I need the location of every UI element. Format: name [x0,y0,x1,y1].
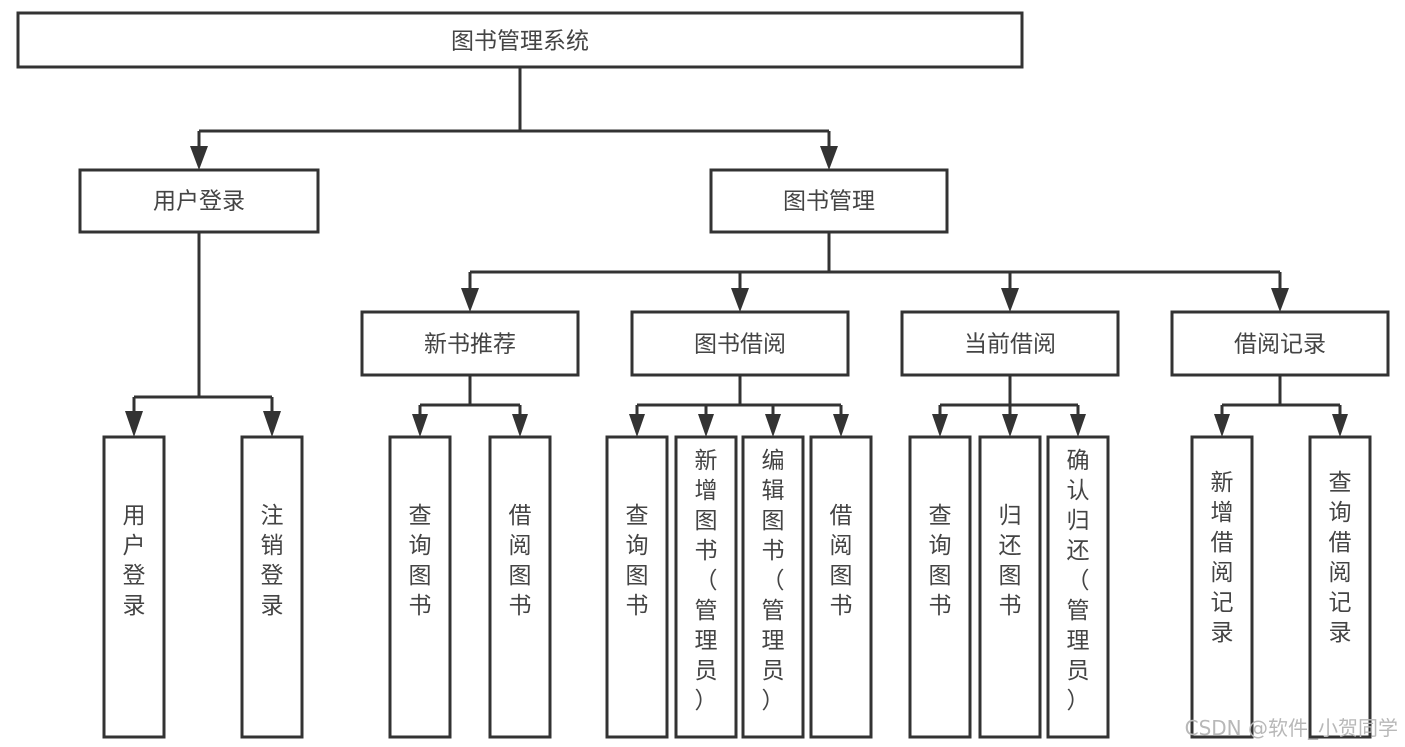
node-root-system[interactable]: 图书管理系统 [16,11,1024,69]
node-current-borrow-label: 当前借阅 [964,332,1056,358]
node-borrow-record[interactable]: 借阅记录 [1170,310,1390,377]
arrow-head-user-login [190,146,208,170]
arrow-head-leaf-add-record [1214,414,1230,437]
arrow-head-current-borrow [1001,288,1019,312]
arrow-head-leaf-query-book-3 [932,414,948,437]
node-book-manage-label: 图书管理 [783,189,875,215]
arrow-head-book-borrow [731,288,749,312]
node-user-login-box[interactable] [78,168,320,234]
leaf-node-confirm-return-box[interactable] [1046,435,1110,739]
node-current-borrow[interactable]: 当前借阅 [900,310,1120,377]
arrow-head-leaf-query-book-1 [412,414,428,437]
leaf-node-user-login[interactable]: 用户登录 [102,435,166,739]
leaf-node-add-borrow-record[interactable]: 新增借阅记录 [1190,435,1254,739]
node-current-borrow-box[interactable] [900,310,1120,377]
leaf-node-logout-box[interactable] [240,435,304,739]
node-new-book-recommend-box[interactable] [360,310,580,377]
node-book-borrow-box[interactable] [630,310,850,377]
leaf-node-confirm-return[interactable]: 确认归还（管理员） [1046,435,1110,739]
node-book-borrow[interactable]: 图书借阅 [630,310,850,377]
arrow-head-leaf-return-book [1002,414,1018,437]
leaf-node-add-borrow-record-box[interactable] [1190,435,1254,739]
connector-layer [125,67,1348,437]
leaf-node-query-borrow-record-box[interactable] [1308,435,1372,739]
leaf-node-borrow-book-borrow-box[interactable] [809,435,873,739]
leaf-node-return-book-label: 归还图书 [999,503,1022,619]
node-user-login-label: 用户登录 [153,189,245,215]
leaf-node-query-book-newbook[interactable]: 查询图书 [388,435,452,739]
leaf-node-borrow-book-borrow-label: 借阅图书 [830,503,853,619]
leaf-node-query-book-borrow-label: 查询图书 [626,503,649,619]
leaf-node-query-book-borrow[interactable]: 查询图书 [605,435,669,739]
leaf-node-logout-label: 注销登录 [261,503,284,619]
arrow-head-leaf-add-book [698,414,714,437]
node-borrow-record-box[interactable] [1170,310,1390,377]
arrow-head-leaf-confirm-return [1070,414,1086,437]
arrow-head-book-manage [820,146,838,170]
leaf-node-confirm-return-label: 确认归还（管理员） [1067,448,1090,714]
leaf-node-query-book-current[interactable]: 查询图书 [908,435,972,739]
leaf-node-borrow-book-borrow[interactable]: 借阅图书 [809,435,873,739]
csdn-watermark: CSDN @软件_小贺同学 [1185,716,1398,740]
node-book-borrow-label: 图书借阅 [694,332,786,358]
node-new-book-recommend[interactable]: 新书推荐 [360,310,580,377]
node-user-login[interactable]: 用户登录 [78,168,320,234]
leaf-node-add-borrow-record-label: 新增借阅记录 [1211,470,1234,646]
leaf-node-edit-book-label: 编辑图书（管理员） [762,448,785,714]
node-new-book-recommend-label: 新书推荐 [424,332,516,358]
arrow-head-leaf-user-login [125,411,143,437]
node-borrow-record-label: 借阅记录 [1234,332,1326,358]
leaf-node-add-book[interactable]: 新增图书（管理员） [674,435,738,739]
leaf-node-logout[interactable]: 注销登录 [240,435,304,739]
leaf-node-return-book[interactable]: 归还图书 [978,435,1042,739]
leaf-node-borrow-book-newbook[interactable]: 借阅图书 [488,435,552,739]
node-book-manage-box[interactable] [709,168,949,234]
arrow-head-leaf-query-book-2 [629,414,645,437]
arrow-head-leaf-borrow-book-2 [833,414,849,437]
arrow-head-new-book [461,288,479,312]
arrow-head-leaf-logout [263,411,281,437]
leaf-node-query-book-borrow-box[interactable] [605,435,669,739]
leaf-node-user-login-label: 用户登录 [123,503,146,619]
leaf-node-query-book-current-box[interactable] [908,435,972,739]
node-book-manage[interactable]: 图书管理 [709,168,949,234]
arrow-head-leaf-edit-book [765,414,781,437]
leaf-node-query-borrow-record-label: 查询借阅记录 [1329,470,1352,646]
leaf-node-borrow-book-newbook-label: 借阅图书 [509,503,532,619]
leaf-node-add-book-box[interactable] [674,435,738,739]
node-root-system-label: 图书管理系统 [451,29,589,55]
leaf-node-edit-book-box[interactable] [741,435,805,739]
leaf-node-user-login-box[interactable] [102,435,166,739]
leaf-node-add-book-label: 新增图书（管理员） [695,448,718,714]
leaf-node-borrow-book-newbook-box[interactable] [488,435,552,739]
node-root-system-box[interactable] [16,11,1024,69]
arrow-head-leaf-query-record [1332,414,1348,437]
leaf-node-query-book-newbook-label: 查询图书 [409,503,432,619]
leaf-node-edit-book[interactable]: 编辑图书（管理员） [741,435,805,739]
leaf-node-query-book-newbook-box[interactable] [388,435,452,739]
leaf-node-query-book-current-label: 查询图书 [929,503,952,619]
arrow-head-leaf-borrow-book-1 [512,414,528,437]
leaf-node-return-book-box[interactable] [978,435,1042,739]
arrow-head-borrow-record [1271,288,1289,312]
leaf-node-query-borrow-record[interactable]: 查询借阅记录 [1308,435,1372,739]
